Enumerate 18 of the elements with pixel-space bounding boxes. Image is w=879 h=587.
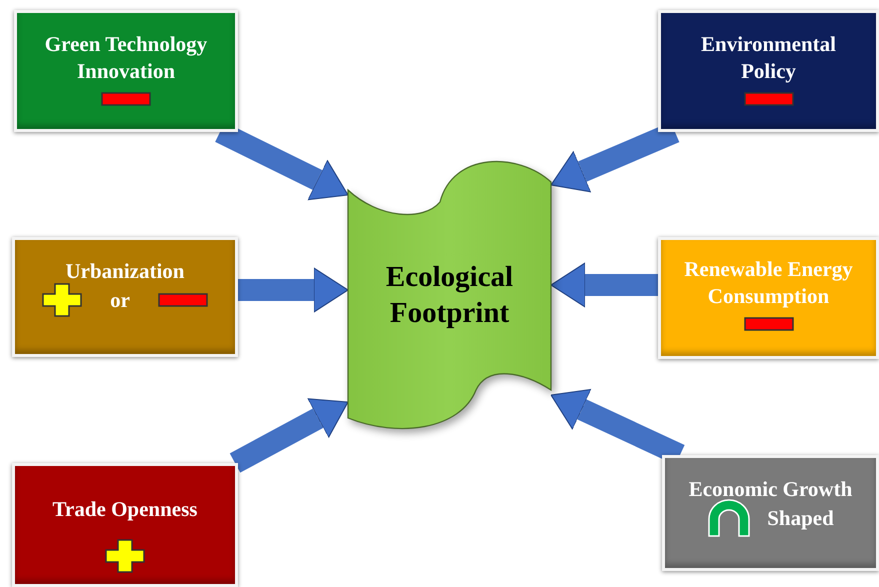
- factor-box: [12, 463, 238, 587]
- factor-box: [662, 455, 879, 571]
- block-arrow: [550, 262, 658, 308]
- node-title: Urbanization: [65, 258, 184, 285]
- connector-word: or: [110, 286, 130, 314]
- node-title: Environmental Policy: [700, 31, 837, 86]
- node-title: Renewable Energy Consumption: [683, 256, 854, 310]
- block-arrow: [238, 268, 348, 312]
- factor-box: [14, 10, 238, 132]
- node-title: Trade Openness: [52, 496, 198, 523]
- block-arrow: [230, 398, 348, 473]
- factor-box: [658, 10, 879, 132]
- factor-box: [12, 237, 238, 357]
- node-title: Ecological Footprint: [384, 260, 514, 331]
- node-title: Economic Growth: [688, 476, 852, 503]
- node-title: Green Technology Innovation: [44, 31, 208, 86]
- node-subtitle: Shaped: [767, 504, 834, 532]
- factor-box: [658, 237, 879, 359]
